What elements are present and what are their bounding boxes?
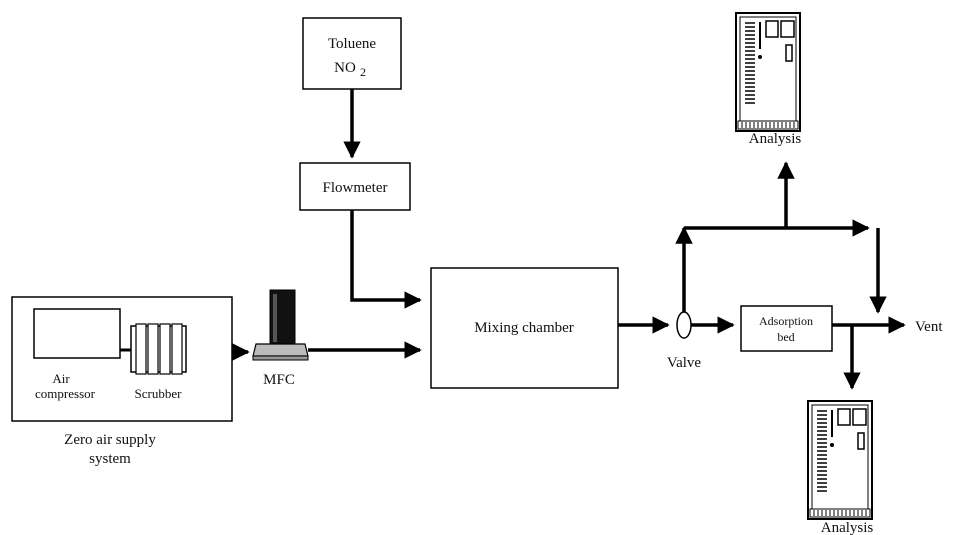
scrubber-label: Scrubber <box>135 386 183 401</box>
scrubber <box>130 323 187 375</box>
bottom-analyzer-icon <box>807 400 873 520</box>
flowmeter: Flowmeter <box>299 162 411 211</box>
no2-label: NO <box>334 60 356 76</box>
valve-label: Valve <box>667 355 701 371</box>
adsorption-bed: Adsorption bed <box>740 305 833 352</box>
toluene-no2-source: Toluene NO 2 <box>302 17 402 90</box>
adsorption-label: Adsorption <box>759 314 813 328</box>
zero-air-supply-system: Air compressor Scrubber <box>11 296 233 422</box>
zero-air-label-line1: Zero air supply <box>64 432 156 448</box>
valve <box>676 311 692 339</box>
mfc-label: MFC <box>263 372 295 388</box>
mixing-chamber-label: Mixing chamber <box>474 320 574 336</box>
flowmeter-label: Flowmeter <box>323 180 388 196</box>
toluene-label: Toluene <box>328 36 376 52</box>
top-analyzer-icon <box>735 12 801 132</box>
vent-label: Vent <box>915 319 943 335</box>
bed-label: bed <box>777 330 794 344</box>
analysis-top-label: Analysis <box>749 131 802 147</box>
no2-subscript: 2 <box>360 65 366 79</box>
analysis-bottom-label: Analysis <box>821 520 874 535</box>
air-compressor <box>33 308 121 359</box>
mixing-chamber: Mixing chamber <box>430 267 619 389</box>
arrow-flowmeter-to-mixer <box>350 210 422 309</box>
zero-air-label-line2: system <box>89 451 131 467</box>
air-label: Air <box>52 371 70 386</box>
compressor-label: compressor <box>35 386 96 401</box>
mfc-device <box>252 289 309 361</box>
